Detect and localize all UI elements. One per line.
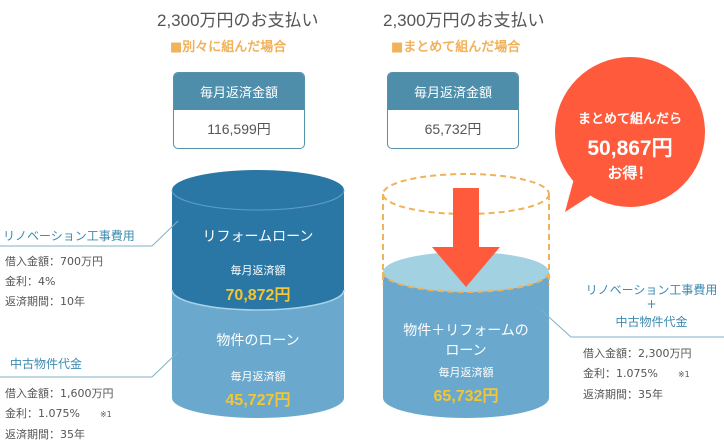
combined-loan-title-line2: ローン [445, 343, 487, 359]
property-interest-rate: 金利：1.075% [5, 407, 80, 420]
right-monthly-payment-box: 毎月返済金額 65,732円 [387, 72, 519, 149]
left-monthly-payment-value: 116,599円 [207, 121, 271, 137]
property-leader-line [0, 351, 179, 378]
property-loan-title: 物件のローン [216, 333, 300, 349]
left-bottom-cylinder [172, 290, 344, 418]
renovation-loan-amount: 借入金額：700万円 [5, 255, 103, 268]
right-monthly-payment-label: 毎月返済金額 [388, 73, 518, 110]
property-repayment-period: 返済期間：35年 [5, 428, 85, 441]
left-monthly-payment-label: 毎月返済金額 [174, 73, 304, 110]
combined-loan-monthly-label: 毎月返済額 [438, 366, 494, 379]
combined-interest-rate-row: 金利：1.075% ※1 [583, 364, 692, 385]
property-loan-monthly-label: 毎月返済額 [230, 370, 286, 383]
reform-loan-monthly-label: 毎月返済額 [230, 264, 286, 277]
right-title: 2,300万円のお支払い [383, 11, 545, 30]
combined-label-line1: リノベーション工事費用 [585, 283, 718, 297]
reform-loan-monthly-amount: 70,872円 [225, 287, 291, 304]
property-interest-rate-row: 金利：1.075% ※1 [5, 404, 114, 425]
down-arrow-icon [432, 188, 500, 287]
combined-interest-rate: 金利：1.075% [583, 367, 658, 380]
left-top-cylinder [171, 170, 345, 311]
right-subtitle: ■まとめて組んだ場合 [391, 40, 521, 55]
right-monthly-payment-value: 65,732円 [424, 121, 482, 137]
property-loan-amount: 借入金額：1,600万円 [5, 387, 114, 400]
combined-loan-title-line1: 物件＋リフォームの [403, 323, 529, 339]
reform-loan-title: リフォームローン [202, 229, 314, 245]
combined-loan-amount: 借入金額：2,300万円 [583, 347, 692, 360]
savings-bubble-shape [555, 57, 705, 212]
combined-label-line2: 中古物件代金 [615, 315, 688, 329]
renovation-cost-label: リノベーション工事費用 [3, 229, 135, 243]
combined-leader-line [539, 308, 724, 338]
combined-details: 借入金額：2,300万円 金利：1.075% ※1 返済期間：35年 [583, 344, 692, 405]
bubble-savings-amount: 50,867円 [587, 137, 673, 160]
property-details: 借入金額：1,600万円 金利：1.075% ※1 返済期間：35年 [5, 384, 114, 445]
combined-loan-monthly-amount: 65,732円 [433, 388, 499, 405]
property-loan-monthly-amount: 45,727円 [225, 392, 291, 409]
renovation-details: 借入金額：700万円 金利：4% 返済期間：10年 [5, 252, 103, 312]
left-title: 2,300万円のお支払い [157, 11, 319, 30]
property-cost-label: 中古物件代金 [10, 357, 83, 371]
combined-repayment-period: 返済期間：35年 [583, 388, 663, 401]
renovation-interest-rate: 金利：4% [5, 275, 56, 288]
left-subtitle: ■別々に組んだ場合 [170, 40, 287, 55]
renovation-leader-line [0, 220, 179, 247]
right-dashed-outline [382, 173, 550, 293]
leader-lines [0, 220, 724, 378]
bubble-line1: まとめて組んだら [577, 112, 682, 127]
combined-label-plus: + [646, 297, 657, 311]
left-monthly-payment-box: 毎月返済金額 116,599円 [173, 72, 305, 149]
property-footnote-mark: ※1 [99, 410, 112, 419]
bubble-line3: お得！ [607, 164, 653, 182]
combined-footnote-mark: ※1 [677, 370, 690, 379]
renovation-repayment-period: 返済期間：10年 [5, 295, 85, 308]
